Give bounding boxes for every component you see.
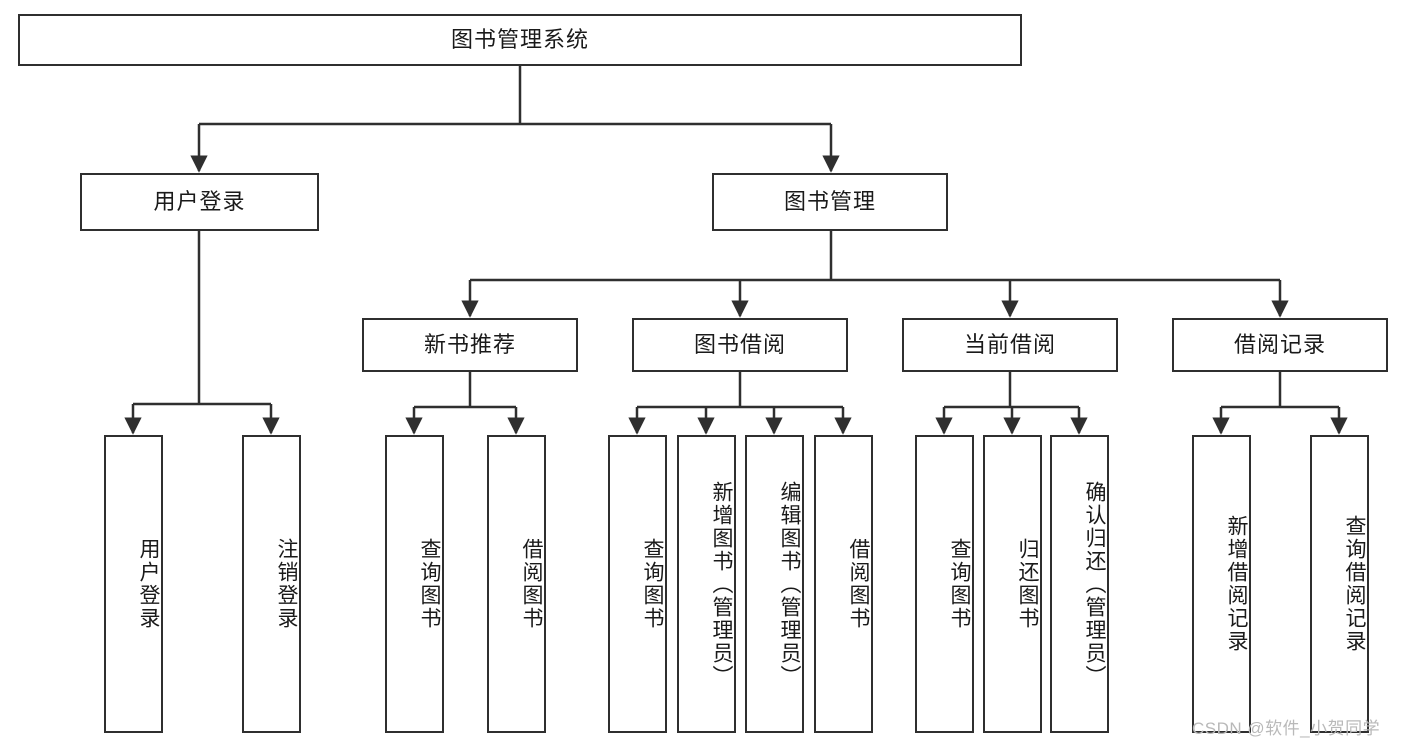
node-new-book-recommend[interactable]: 新书推荐 [362,318,578,372]
csdn-watermark: CSDN @软件_小贺同学 [1192,719,1381,738]
node-user-login[interactable]: 用户登录 [80,173,319,231]
node-user-login-label: 用户登录 [153,188,246,214]
node-leaf-borrow-book-2[interactable]: 借阅图书 [814,435,873,733]
node-leaf-user-login[interactable]: 用户登录 [104,435,163,733]
node-leaf-logout-label: 注销登录 [275,538,298,630]
node-leaf-edit-book-label: 编辑图书（管理员） [778,480,801,688]
node-new-book-recommend-label: 新书推荐 [423,331,516,357]
node-leaf-query-book-1-label: 查询图书 [418,538,441,630]
node-leaf-edit-book[interactable]: 编辑图书（管理员） [745,435,804,733]
node-leaf-query-book-1[interactable]: 查询图书 [385,435,444,733]
node-leaf-query-book-3[interactable]: 查询图书 [915,435,974,733]
node-book-borrow-label: 图书借阅 [693,331,786,357]
node-book-borrow[interactable]: 图书借阅 [632,318,848,372]
node-current-borrow-label: 当前借阅 [963,331,1056,357]
node-leaf-logout[interactable]: 注销登录 [242,435,301,733]
node-leaf-add-record[interactable]: 新增借阅记录 [1192,435,1251,733]
node-leaf-query-record[interactable]: 查询借阅记录 [1310,435,1369,733]
node-leaf-query-book-3-label: 查询图书 [948,538,971,630]
node-book-manage[interactable]: 图书管理 [712,173,948,231]
node-leaf-return-book[interactable]: 归还图书 [983,435,1042,733]
node-leaf-add-book[interactable]: 新增图书（管理员） [677,435,736,733]
node-leaf-query-book-2-label: 查询图书 [641,538,664,630]
node-book-manage-label: 图书管理 [783,188,876,214]
node-leaf-confirm-return-label: 确认归还（管理员） [1083,480,1106,688]
node-leaf-add-book-label: 新增图书（管理员） [710,480,733,688]
node-current-borrow[interactable]: 当前借阅 [902,318,1118,372]
node-leaf-borrow-book-1-label: 借阅图书 [520,538,543,630]
node-root[interactable]: 图书管理系统 [18,14,1022,66]
node-borrow-record-label: 借阅记录 [1233,331,1326,357]
node-root-label: 图书管理系统 [450,26,589,52]
node-leaf-query-record-label: 查询借阅记录 [1343,515,1366,653]
node-leaf-add-record-label: 新增借阅记录 [1225,515,1248,653]
node-leaf-borrow-book-1[interactable]: 借阅图书 [487,435,546,733]
node-leaf-query-book-2[interactable]: 查询图书 [608,435,667,733]
node-leaf-user-login-label: 用户登录 [137,538,160,630]
node-borrow-record[interactable]: 借阅记录 [1172,318,1388,372]
node-leaf-return-book-label: 归还图书 [1016,538,1039,630]
node-leaf-borrow-book-2-label: 借阅图书 [847,538,870,630]
node-leaf-confirm-return[interactable]: 确认归还（管理员） [1050,435,1109,733]
